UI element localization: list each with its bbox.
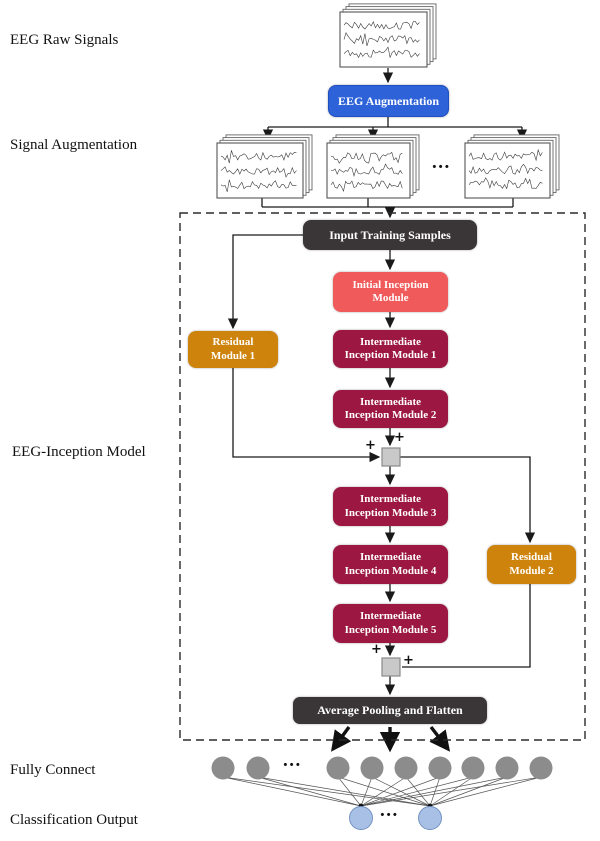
model-boundary-dashed-box — [179, 212, 586, 741]
augmented-signal-stack-2 — [326, 134, 420, 199]
fully-connect-node — [461, 756, 485, 780]
label-fully-connect: Fully Connect — [10, 762, 96, 778]
label-classification-output: Classification Output — [10, 812, 138, 828]
label-eeg-raw-signals: EEG Raw Signals — [10, 32, 119, 48]
augmented-signal-stack-3 — [464, 134, 560, 199]
node-intermediate-inception-module-4: Intermediate Inception Module 4 — [333, 545, 448, 584]
eeg-raw-signal-stack — [339, 3, 437, 68]
node-intermediate-inception-module-1: Intermediate Inception Module 1 — [333, 330, 448, 368]
node-input-training-samples: Input Training Samples — [303, 220, 477, 250]
fully-connect-node — [246, 756, 270, 780]
fully-connect-node — [495, 756, 519, 780]
ellipsis-fully-connect: ... — [283, 750, 302, 771]
fully-connect-node — [326, 756, 350, 780]
label-signal-augmentation: Signal Augmentation — [10, 137, 138, 153]
fully-connect-node — [211, 756, 235, 780]
fully-connect-node — [529, 756, 553, 780]
plus-sign: + — [403, 653, 414, 668]
node-intermediate-inception-module-2: Intermediate Inception Module 2 — [333, 390, 448, 428]
ellipsis-output: ... — [380, 800, 399, 821]
node-average-pooling-flatten: Average Pooling and Flatten — [293, 697, 487, 724]
plus-sign: + — [394, 430, 405, 445]
node-eeg-augmentation: EEG Augmentation — [328, 85, 449, 117]
node-residual-module-1: Residual Module 1 — [188, 331, 278, 368]
plus-sign: + — [371, 642, 382, 657]
node-intermediate-inception-module-5: Intermediate Inception Module 5 — [333, 604, 448, 643]
fully-connect-node — [360, 756, 384, 780]
ellipsis-augmented-signals: ... — [432, 152, 451, 173]
node-initial-inception-module: Initial Inception Module — [333, 272, 448, 312]
classification-output-node — [418, 806, 442, 830]
node-residual-module-2: Residual Module 2 — [487, 545, 576, 584]
sum-junction — [381, 657, 401, 677]
plus-sign: + — [365, 438, 376, 453]
label-eeg-inception-model: EEG-Inception Model — [12, 444, 146, 460]
node-intermediate-inception-module-3: Intermediate Inception Module 3 — [333, 487, 448, 526]
augmented-signal-stack-1 — [216, 134, 313, 199]
fully-connect-node — [428, 756, 452, 780]
sum-junction — [381, 447, 401, 467]
fully-connect-node — [394, 756, 418, 780]
classification-output-node — [349, 806, 373, 830]
